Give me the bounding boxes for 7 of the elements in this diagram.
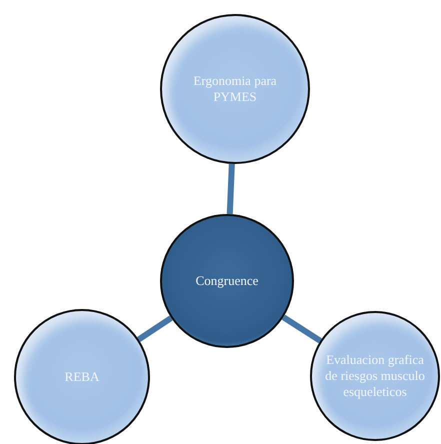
connector-line bbox=[137, 315, 173, 342]
node-label: Ergonomia para PYMES bbox=[192, 72, 278, 106]
connector-line bbox=[282, 314, 322, 344]
connector-line bbox=[226, 164, 235, 214]
node-label: Evaluacion grafica de riesgos musculo esqueleticos bbox=[324, 352, 426, 400]
node-label: Congruence bbox=[196, 272, 258, 290]
node-label: REBA bbox=[64, 368, 100, 386]
